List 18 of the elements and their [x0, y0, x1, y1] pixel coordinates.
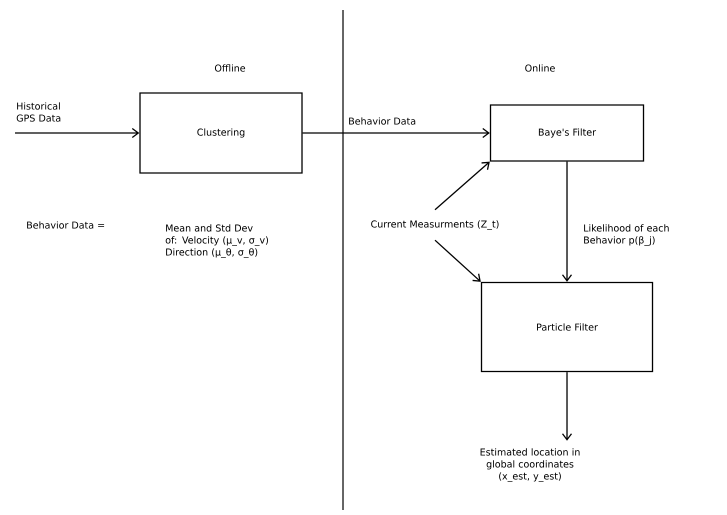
section-heading: Online [525, 64, 555, 72]
process-box: Clustering [139, 92, 303, 174]
arrow [434, 240, 481, 282]
process-box: Baye's Filter [490, 104, 644, 162]
text-label: Behavior Data = [27, 221, 104, 229]
text-label: Current Measurments (Z_t) [371, 220, 499, 230]
text-label: Estimated location in global coordinates (x_est, y_est) [480, 448, 580, 482]
section-heading: Offline [214, 64, 246, 72]
arrow [434, 162, 490, 210]
edge-label: Historical GPS Data [16, 102, 60, 122]
process-box: Particle Filter [480, 282, 654, 372]
arrow [302, 128, 490, 138]
text-label: Mean and Std Dev of: Velocity (μ_v, σ_v) Direction (μ_θ, σ_θ) [166, 224, 268, 258]
edge-label: Behavior Data [349, 117, 416, 125]
edge-label: Likelihood of each Behavior p(β_j) [584, 224, 669, 246]
arrow [562, 372, 572, 441]
arrow [562, 162, 572, 282]
arrow [15, 128, 140, 138]
